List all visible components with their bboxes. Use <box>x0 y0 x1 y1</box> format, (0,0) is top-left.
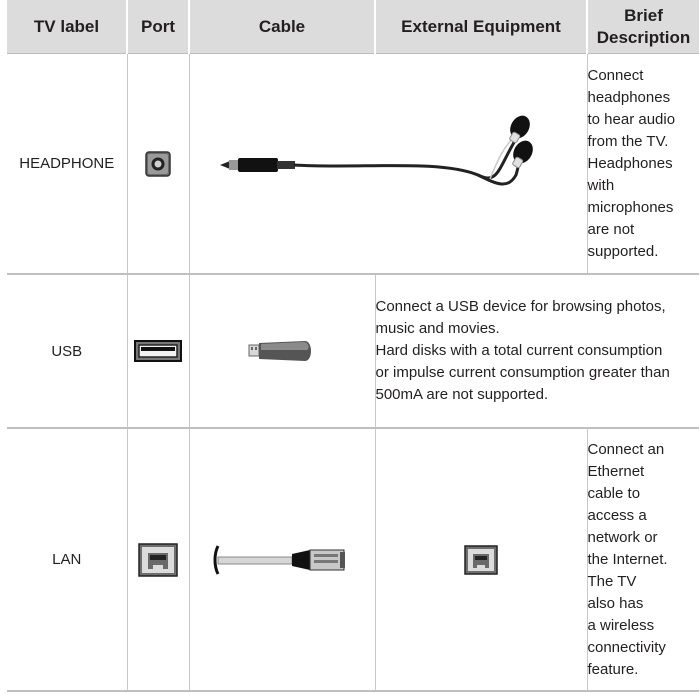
desc-line: headphones <box>587 88 671 106</box>
table-row-lan: LAN <box>7 428 699 692</box>
desc-line: The TV <box>587 572 637 590</box>
desc-line: Connect an <box>587 440 665 458</box>
port-cell-usb <box>127 274 190 429</box>
desc-line: supported. <box>587 242 659 260</box>
desc-line: microphones <box>587 198 674 216</box>
cable-cell-usb <box>189 274 376 429</box>
header-cable: Cable <box>189 0 376 54</box>
earphones-icon <box>220 115 533 185</box>
desc-line: cable to <box>587 484 641 502</box>
ethernet-port-icon <box>464 544 498 575</box>
desc-line: to hear audio <box>587 110 676 128</box>
desc-line: with <box>587 176 615 194</box>
headphone-jack-icon <box>145 150 171 177</box>
desc-line: the Internet. <box>587 550 668 568</box>
ethernet-port-icon <box>138 542 178 577</box>
description-headphone: Connect headphones to hear audio from th… <box>587 53 699 275</box>
desc-line: also has <box>587 594 644 612</box>
connections-table: TV label Port Cable External Equipment B… <box>7 0 699 692</box>
desc-line: are not <box>587 220 635 238</box>
desc-line: a wireless <box>587 616 655 634</box>
description-usb: Connect a USB device for browsing photos… <box>375 274 699 429</box>
table-row-usb: USB Connect a USB device for browsing ph… <box>7 274 699 429</box>
desc-line: from the TV. <box>587 132 669 150</box>
desc-line: 500mA are not supported. <box>375 386 549 403</box>
desc-line: feature. <box>587 660 639 678</box>
description-lan: Connect an Ethernet cable to access a ne… <box>587 428 699 692</box>
header-tv-label: TV label <box>7 0 128 54</box>
table-row-headphone: HEADPHONE <box>7 53 699 275</box>
usb-flash-drive-icon <box>248 341 311 361</box>
desc-line: Connect <box>587 66 644 84</box>
desc-line: network or <box>587 528 658 546</box>
tv-label-headphone: HEADPHONE <box>7 53 128 275</box>
port-cell-headphone <box>127 53 190 275</box>
header-external-equipment: External Equipment <box>375 0 588 54</box>
desc-line: Headphones <box>587 154 673 172</box>
header-brief-line1: Brief <box>624 5 663 25</box>
desc-line: music and movies. <box>375 320 500 337</box>
cable-cell-headphone <box>189 53 588 275</box>
port-cell-lan <box>127 428 190 692</box>
desc-line: Hard disks with a total current consumpt… <box>375 342 663 359</box>
external-cell-lan <box>375 428 588 692</box>
desc-line: Connect a USB device for browsing photos… <box>375 298 666 315</box>
tv-label-lan: LAN <box>7 428 128 692</box>
table-header-row: TV label Port Cable External Equipment B… <box>7 0 699 54</box>
desc-line: or impulse current consumption greater t… <box>375 364 670 381</box>
header-brief-line2: Description <box>596 27 691 47</box>
usb-port-icon <box>134 340 182 362</box>
header-port: Port <box>127 0 190 54</box>
header-brief-description: Brief Description <box>587 0 699 54</box>
desc-line: Ethernet <box>587 462 645 480</box>
desc-line: access a <box>587 506 647 524</box>
desc-line: connectivity <box>587 638 666 656</box>
cable-cell-lan <box>189 428 376 692</box>
tv-label-usb: USB <box>7 274 128 429</box>
ethernet-cable-icon <box>213 544 345 575</box>
